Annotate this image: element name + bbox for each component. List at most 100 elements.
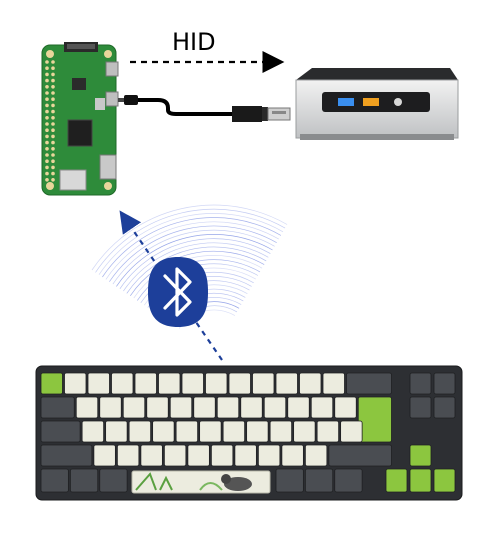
- key: [305, 445, 327, 466]
- bluetooth-icon: [148, 257, 208, 327]
- key: [247, 421, 269, 442]
- gpio-hole: [45, 135, 49, 139]
- gpio-hole: [51, 110, 55, 114]
- gpio-hole: [45, 79, 49, 83]
- gpio-hole: [51, 141, 55, 145]
- key: [323, 373, 345, 394]
- gpio-hole: [45, 172, 49, 176]
- gpio-hole: [51, 166, 55, 170]
- gpio-hole: [51, 73, 55, 77]
- key: [253, 373, 275, 394]
- spacebar: [132, 471, 270, 493]
- gpio-hole: [51, 159, 55, 163]
- gpio-hole: [45, 85, 49, 89]
- key: [129, 421, 151, 442]
- gpio-hole: [45, 116, 49, 120]
- gpio-hole: [45, 122, 49, 126]
- key: [147, 397, 169, 418]
- key: [100, 397, 122, 418]
- key: [70, 469, 97, 492]
- gpio-hole: [45, 73, 49, 77]
- key: [65, 373, 87, 394]
- gpio-hole: [51, 135, 55, 139]
- gpio-hole: [45, 104, 49, 108]
- gpio-hole: [51, 172, 55, 176]
- key: [410, 469, 431, 492]
- gpio-hole: [51, 85, 55, 89]
- key: [194, 397, 216, 418]
- key: [170, 397, 192, 418]
- gpio-hole: [51, 66, 55, 70]
- key: [41, 397, 74, 418]
- key: [164, 445, 186, 466]
- key: [100, 469, 127, 492]
- key: [270, 421, 292, 442]
- gpio-hole: [45, 60, 49, 64]
- key: [335, 397, 357, 418]
- key: [434, 397, 455, 418]
- key: [317, 421, 339, 442]
- key: [41, 445, 92, 466]
- gpio-hole: [51, 122, 55, 126]
- key: [410, 445, 431, 466]
- key: [41, 421, 80, 442]
- key: [294, 421, 316, 442]
- key: [258, 445, 280, 466]
- gpio-hole: [51, 97, 55, 101]
- key: [434, 469, 455, 492]
- key: [41, 373, 63, 394]
- mechanical-keyboard-icon: [36, 366, 462, 500]
- key: [200, 421, 222, 442]
- key: [358, 397, 391, 442]
- gpio-hole: [51, 60, 55, 64]
- key: [282, 445, 304, 466]
- key: [410, 397, 431, 418]
- key: [264, 397, 286, 418]
- key: [211, 445, 233, 466]
- gpio-hole: [51, 178, 55, 182]
- key: [153, 421, 175, 442]
- gpio-hole: [45, 91, 49, 95]
- key: [123, 397, 145, 418]
- key: [276, 469, 303, 492]
- key: [106, 421, 128, 442]
- gpio-hole: [51, 79, 55, 83]
- gpio-hole: [51, 153, 55, 157]
- gpio-hole: [45, 97, 49, 101]
- gpio-hole: [51, 116, 55, 120]
- key: [41, 469, 68, 492]
- key: [386, 469, 407, 492]
- key: [223, 421, 245, 442]
- gpio-hole: [45, 147, 49, 151]
- gpio-hole: [51, 104, 55, 108]
- key: [341, 421, 363, 442]
- gpio-hole: [45, 110, 49, 114]
- key: [347, 373, 392, 394]
- key: [76, 397, 98, 418]
- key: [434, 373, 455, 394]
- key: [176, 421, 198, 442]
- gpio-hole: [45, 128, 49, 132]
- usb-cable: [118, 95, 290, 122]
- key: [241, 397, 263, 418]
- intel-nuc-mini-pc-icon: [296, 68, 458, 140]
- key: [235, 445, 257, 466]
- key: [311, 397, 333, 418]
- gpio-hole: [45, 141, 49, 145]
- gpio-hole: [45, 178, 49, 182]
- key: [141, 445, 163, 466]
- key: [94, 445, 116, 466]
- key: [88, 373, 110, 394]
- key: [206, 373, 228, 394]
- gpio-hole: [45, 153, 49, 157]
- gpio-hole: [51, 91, 55, 95]
- gpio-hole: [51, 147, 55, 151]
- key: [159, 373, 181, 394]
- key: [188, 445, 210, 466]
- gpio-hole: [51, 128, 55, 132]
- key: [335, 469, 362, 492]
- gpio-hole: [45, 159, 49, 163]
- gpio-hole: [45, 166, 49, 170]
- key: [229, 373, 251, 394]
